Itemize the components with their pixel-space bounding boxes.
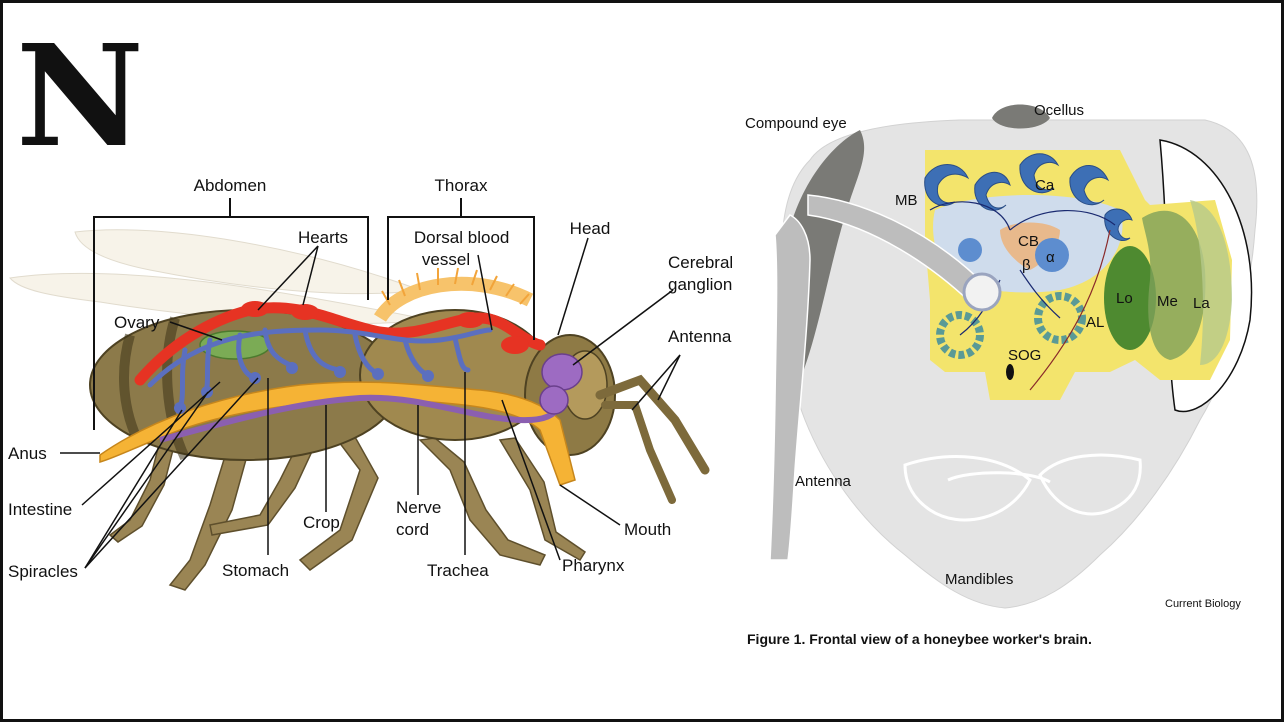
brain-credit: Current Biology (1165, 598, 1241, 610)
label-ovary: Ovary (114, 313, 160, 332)
brain-label-la: La (1193, 295, 1210, 312)
label-cerebral-ganglion-line1: Cerebral (668, 253, 733, 272)
brain-label-antenna: Antenna (795, 473, 852, 490)
label-spiracles: Spiracles (8, 562, 78, 581)
label-trachea: Trachea (427, 561, 489, 580)
n-logo: N (16, 15, 144, 179)
brain-label-al: AL (1086, 314, 1104, 331)
brain-caption: Figure 1. Frontal view of a honeybee wor… (747, 631, 1092, 647)
label-crop: Crop (303, 513, 340, 532)
label-nerve-cord-line1: Nerve (396, 498, 441, 517)
label-dorsal-blood-vessel-line1: Dorsal blood (414, 228, 509, 247)
brain-label-compound-eye: Compound eye (745, 115, 847, 132)
label-pharynx: Pharynx (562, 556, 625, 575)
label-intestine: Intestine (8, 500, 72, 519)
logo-letter: N (16, 15, 144, 179)
beta-lobe-left (958, 238, 982, 262)
brain-label-ocellus: Ocellus (1034, 102, 1084, 119)
sog-center (1006, 364, 1014, 380)
brain-label-cb: CB (1018, 233, 1039, 250)
label-cerebral-ganglion-line2: ganglion (668, 275, 732, 294)
label-dorsal-blood-vessel-line2: vessel (422, 250, 470, 269)
brain-label-sog: SOG (1008, 347, 1041, 364)
label-thorax: Thorax (435, 176, 488, 195)
label-nerve-cord-line2: cord (396, 520, 429, 539)
brain-label-alpha: α (1046, 249, 1055, 266)
brain-label-lo: Lo (1116, 290, 1133, 307)
label-stomach: Stomach (222, 561, 289, 580)
label-mouth: Mouth (624, 520, 671, 539)
label-abdomen: Abdomen (194, 176, 267, 195)
brain-label-ca: Ca (1035, 177, 1055, 194)
brain-label-me: Me (1157, 293, 1178, 310)
label-antenna-bee: Antenna (668, 327, 732, 346)
brain-label-beta: β (1022, 257, 1031, 274)
brain-label-mb: MB (895, 192, 918, 209)
label-head: Head (570, 219, 611, 238)
label-anus: Anus (8, 444, 47, 463)
label-hearts: Hearts (298, 228, 348, 247)
brain-label-mandibles: Mandibles (945, 571, 1013, 588)
